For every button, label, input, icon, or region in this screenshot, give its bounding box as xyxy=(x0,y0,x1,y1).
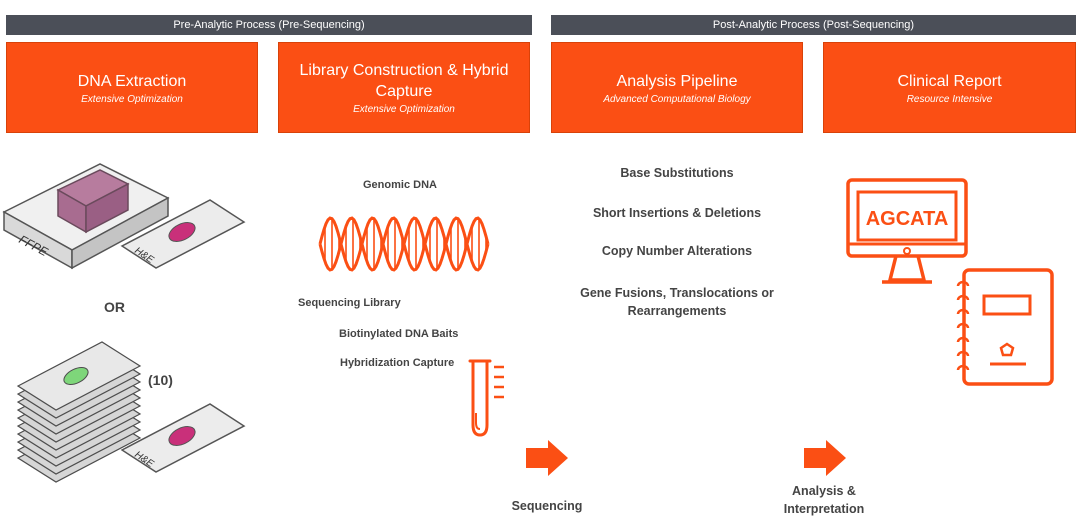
report-document-icon xyxy=(956,268,1054,386)
step-subtitle: Resource Intensive xyxy=(906,93,993,105)
step-title: DNA Extraction xyxy=(77,72,187,90)
test-tube-icon xyxy=(468,359,504,437)
step-title: Analysis Pipeline xyxy=(616,72,738,90)
sequencing-label: Sequencing xyxy=(511,499,583,513)
biotinylated-baits-label: Biotinylated DNA Baits xyxy=(339,328,459,340)
slide-count-label: (10) xyxy=(148,372,173,388)
or-label: OR xyxy=(104,299,125,315)
he-slide-icon-bottom: H&E xyxy=(120,403,246,473)
hybridization-capture-label: Hybridization Capture xyxy=(340,357,455,369)
step-dna-extraction: DNA Extraction Extensive Optimization xyxy=(6,42,258,133)
step-subtitle: Extensive Optimization xyxy=(81,93,183,105)
step-analysis-pipeline: Analysis Pipeline Advanced Computational… xyxy=(551,42,803,133)
alteration-base-substitutions: Base Substitutions xyxy=(620,166,734,180)
pre-analytic-bar: Pre-Analytic Process (Pre-Sequencing) xyxy=(6,15,532,35)
step-subtitle: Extensive Optimization xyxy=(353,104,455,115)
alteration-short-indels: Short Insertions & Deletions xyxy=(592,206,762,220)
slide-stack-icon xyxy=(16,341,142,483)
tissue-section xyxy=(63,367,89,385)
analysis-interpretation-label: Analysis & Interpretation xyxy=(783,484,865,516)
sequencing-arrow-icon xyxy=(526,440,568,476)
genomic-dna-label: Genomic DNA xyxy=(363,179,437,191)
step-library-construction: Library Construction & Hybrid Capture Ex… xyxy=(278,42,530,133)
step-title: Clinical Report xyxy=(897,72,1002,90)
ffpe-block-icon: FFPE xyxy=(2,163,170,270)
analysis-arrow-icon xyxy=(804,440,846,476)
step-clinical-report: Clinical Report Resource Intensive xyxy=(823,42,1076,133)
monitor-screen-text: AGCATA xyxy=(866,208,949,230)
he-slide-icon-top: H&E xyxy=(120,199,246,269)
dna-helix-icon xyxy=(318,216,490,272)
step-subtitle: Advanced Computational Biology xyxy=(603,93,751,105)
monitor-icon: AGCATA xyxy=(846,178,968,284)
post-analytic-bar: Post-Analytic Process (Post-Sequencing) xyxy=(551,15,1076,35)
alteration-copy-number: Copy Number Alterations xyxy=(601,244,753,258)
sequencing-library-label: Sequencing Library xyxy=(298,297,401,309)
step-title: Library Construction & Hybrid Capture xyxy=(299,62,509,100)
helix-strand xyxy=(318,216,490,272)
alteration-gene-fusions: Gene Fusions, Translocations or Rearrang… xyxy=(580,286,774,318)
